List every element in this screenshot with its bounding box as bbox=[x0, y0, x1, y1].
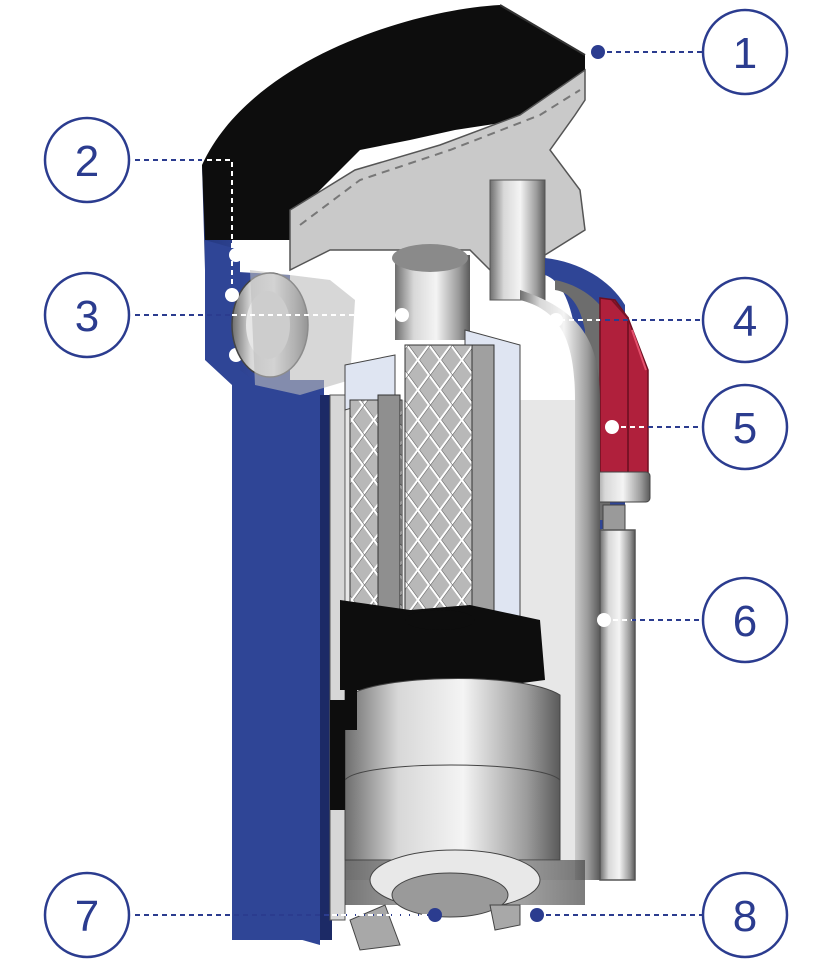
callout-dot-2 bbox=[225, 288, 239, 302]
callout-circle-3 bbox=[43, 271, 131, 359]
filter-element bbox=[340, 329, 545, 690]
drain-tube bbox=[599, 529, 636, 881]
callout-label-4: 4 bbox=[733, 297, 757, 346]
callout-circle-6 bbox=[701, 576, 789, 664]
callout-circle-4 bbox=[701, 276, 789, 364]
cap-head bbox=[202, 4, 586, 240]
callout-label-8: 8 bbox=[733, 892, 757, 941]
callout-circle-1 bbox=[701, 8, 789, 96]
head-body bbox=[231, 68, 586, 395]
callout-dot-1 bbox=[591, 45, 605, 59]
callout-dot-8 bbox=[530, 908, 544, 922]
callout-dot-7 bbox=[428, 908, 442, 922]
callout-dot-3 bbox=[395, 308, 409, 322]
callout-lines bbox=[135, 51, 703, 916]
drain-chamber bbox=[330, 678, 585, 951]
callout-dot-6 bbox=[597, 613, 611, 627]
callout-circle-8 bbox=[701, 871, 789, 959]
callout-circle-7 bbox=[43, 871, 131, 959]
callout-label-3: 3 bbox=[75, 292, 99, 341]
callout-dots bbox=[225, 45, 619, 922]
housing-shell bbox=[202, 165, 332, 945]
callout-circle-2 bbox=[43, 116, 131, 204]
callout-circle-5 bbox=[701, 383, 789, 471]
callout-label-5: 5 bbox=[733, 404, 757, 453]
callout-label-6: 6 bbox=[733, 597, 757, 646]
callout-label-1: 1 bbox=[733, 29, 757, 78]
callout-markers bbox=[43, 8, 789, 959]
callout-dot-4 bbox=[549, 313, 563, 327]
differential-pressure-indicator bbox=[589, 297, 651, 534]
callout-labels: 1 2 3 4 5 6 7 8 bbox=[75, 29, 757, 941]
callout-label-2: 2 bbox=[75, 137, 99, 186]
callout-dot-5 bbox=[605, 420, 619, 434]
callout-label-7: 7 bbox=[75, 892, 99, 941]
